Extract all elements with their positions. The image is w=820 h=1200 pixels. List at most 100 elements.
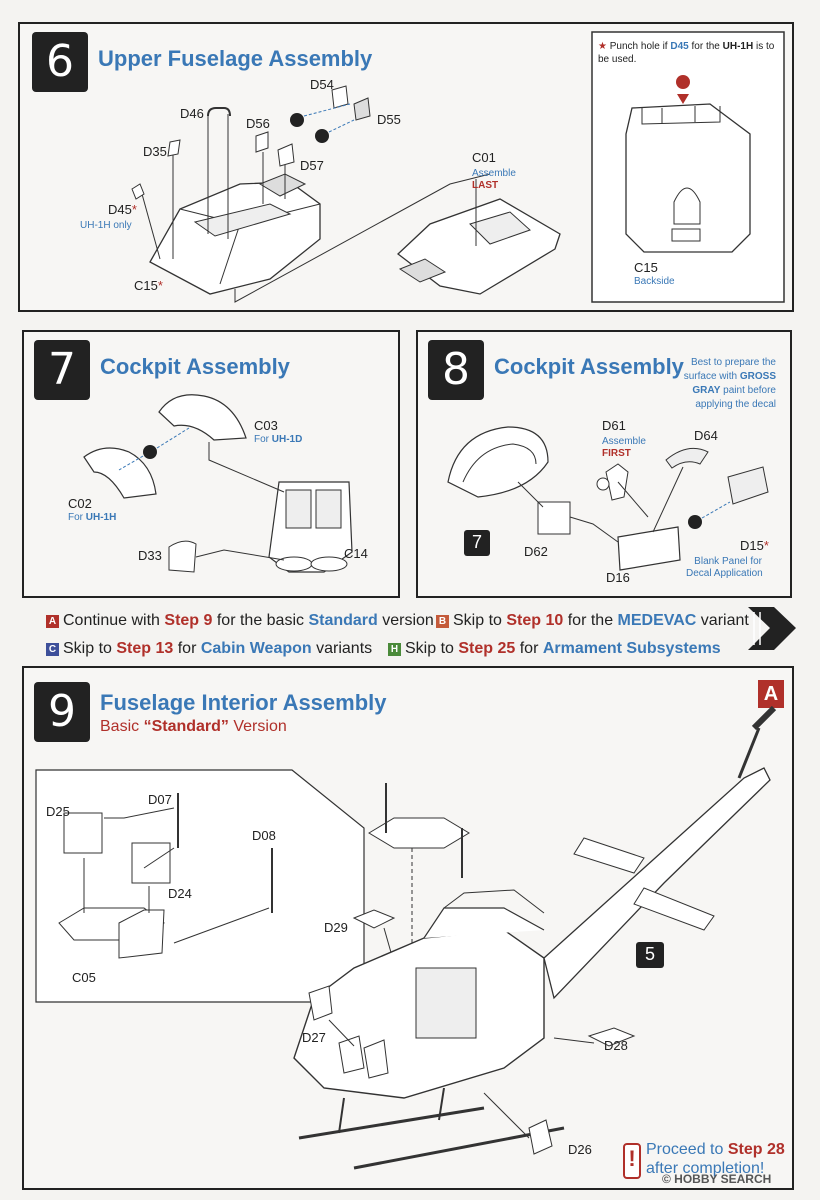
proceed-t1: Proceed to bbox=[646, 1141, 728, 1158]
step-7-illustration bbox=[83, 394, 353, 573]
badge-a-icon: A bbox=[46, 615, 59, 628]
step-5-reference: 5 bbox=[644, 944, 655, 964]
label-c02: C02 bbox=[68, 496, 92, 511]
label-d61: D61 bbox=[602, 418, 626, 433]
label-d46: D46 bbox=[180, 106, 204, 121]
nav-c-t1: Skip to bbox=[63, 640, 117, 657]
label-d61-assemble: Assemble bbox=[602, 436, 646, 447]
asterisk-icon: * bbox=[763, 538, 769, 553]
nav-b-t2: for the bbox=[563, 612, 618, 629]
proceed-line-1: Proceed to Step 28 bbox=[646, 1140, 785, 1159]
proceed-line-2: after completion! bbox=[646, 1160, 765, 1177]
watermark: © HOBBY SEARCH bbox=[662, 1172, 772, 1186]
paint-note: Best to prepare the surface with GROSS G… bbox=[680, 356, 776, 412]
step-9-corner-badge: A bbox=[758, 680, 784, 708]
nav-a-t3: version bbox=[377, 612, 434, 629]
step-7-reference: 7 bbox=[471, 532, 482, 552]
inset-label-backside: Backside bbox=[634, 276, 675, 287]
paint-note-line-3: GRAY paint before bbox=[680, 384, 776, 398]
label-d26: D26 bbox=[568, 1142, 592, 1157]
paint-note-2a: surface with bbox=[683, 371, 740, 382]
subtitle-mid: “Standard” bbox=[143, 718, 229, 735]
inset-note-model: UH-1H bbox=[722, 41, 754, 52]
badge-c-icon: C bbox=[46, 643, 59, 656]
step-9-panel: 9 Fuselage Interior Assembly Basic “Stan… bbox=[22, 666, 794, 1190]
inset-label-c15: C15 bbox=[634, 260, 658, 275]
nav-c-name: Cabin Weapon bbox=[200, 640, 312, 657]
label-c03-for-text: For bbox=[254, 434, 272, 445]
label-d45-note: UH-1H only bbox=[80, 220, 132, 231]
step-9-subtitle: Basic “Standard” Version bbox=[100, 718, 287, 736]
label-c03: C03 bbox=[254, 418, 278, 433]
nav-b-t1: Skip to bbox=[453, 612, 507, 629]
step-8-title: Cockpit Assembly bbox=[494, 354, 684, 379]
label-c15-text: C15 bbox=[134, 278, 158, 293]
label-d08: D08 bbox=[252, 828, 276, 843]
badge-b-icon: B bbox=[436, 615, 449, 628]
label-d55: D55 bbox=[377, 112, 401, 127]
step-6-number: 6 bbox=[32, 32, 88, 92]
asterisk-icon: ★ bbox=[598, 41, 610, 52]
label-d25: D25 bbox=[46, 804, 70, 819]
asterisk-icon: * bbox=[157, 278, 163, 293]
step-8-panel: 8 Cockpit Assembly Best to prepare the s… bbox=[416, 330, 792, 598]
inset-note-pre: Punch hole if bbox=[609, 41, 671, 52]
nav-h-t1: Skip to bbox=[405, 640, 459, 657]
label-d45-text: D45 bbox=[108, 202, 132, 217]
nav-a-t2: for the basic bbox=[212, 612, 309, 629]
label-c01: C01 bbox=[472, 150, 496, 165]
step-6-title: Upper Fuselage Assembly bbox=[98, 46, 373, 71]
subtitle-post: Version bbox=[228, 718, 287, 735]
label-d28: D28 bbox=[604, 1038, 628, 1053]
paint-note-line-1: Best to prepare the bbox=[690, 357, 776, 368]
label-c03-for: For UH-1D bbox=[254, 434, 302, 445]
inset-note-part: D45 bbox=[670, 41, 689, 52]
paint-note-3a: GRAY bbox=[692, 385, 721, 396]
label-c02-for-text: For bbox=[68, 512, 86, 523]
step-7-number: 7 bbox=[34, 340, 90, 400]
label-d61-first: FIRST bbox=[602, 448, 631, 459]
label-c02-model: UH-1H bbox=[85, 512, 117, 523]
label-d62: D62 bbox=[524, 544, 548, 559]
paint-note-line-4: applying the decal bbox=[695, 399, 776, 410]
label-d56: D56 bbox=[246, 116, 270, 131]
step-9-title: Fuselage Interior Assembly bbox=[100, 690, 387, 715]
nav-a-t1: Continue with bbox=[63, 612, 165, 629]
d15-note-line-2: Decal Application bbox=[686, 568, 763, 579]
nav-h-t2: for bbox=[515, 640, 543, 657]
step-6-panel: 6 Upper Fuselage Assembly bbox=[18, 22, 794, 312]
paint-note-line-2: surface with GROSS bbox=[680, 370, 776, 384]
label-c01-assemble: Assemble bbox=[472, 168, 516, 179]
label-d33: D33 bbox=[138, 548, 162, 563]
nav-b-name: MEDEVAC bbox=[617, 612, 697, 629]
label-d35: D35 bbox=[143, 144, 167, 159]
step-6-illustration bbox=[131, 31, 785, 303]
label-d15-note: Blank Panel for Decal Application bbox=[686, 556, 763, 580]
nav-b-step: Step 10 bbox=[506, 612, 564, 629]
proceed-icon: ! bbox=[628, 1146, 636, 1171]
inset-punch-note: ★ Punch hole if D45 for the UH-1H is to … bbox=[598, 40, 778, 66]
label-c03-model: UH-1D bbox=[271, 434, 303, 445]
inset-note-mid: for the bbox=[688, 41, 723, 52]
label-d29: D29 bbox=[324, 920, 348, 935]
step-8-illustration bbox=[447, 426, 769, 571]
label-d07: D07 bbox=[148, 792, 172, 807]
nav-h-step: Step 25 bbox=[458, 640, 516, 657]
label-c05: C05 bbox=[72, 970, 96, 985]
label-d57: D57 bbox=[300, 158, 324, 173]
label-d27: D27 bbox=[302, 1030, 326, 1045]
nav-c-step: Step 13 bbox=[116, 640, 174, 657]
label-c14: C14 bbox=[344, 546, 368, 561]
subtitle-pre: Basic bbox=[100, 718, 144, 735]
nav-c-t2: for bbox=[173, 640, 201, 657]
label-d15: D15* bbox=[740, 538, 769, 553]
label-c01-last: LAST bbox=[472, 180, 499, 191]
d15-note-line-1: Blank Panel for bbox=[694, 556, 762, 567]
proceed-step: Step 28 bbox=[727, 1141, 785, 1158]
step-7-title: Cockpit Assembly bbox=[100, 354, 290, 379]
asterisk-icon: * bbox=[131, 202, 137, 217]
